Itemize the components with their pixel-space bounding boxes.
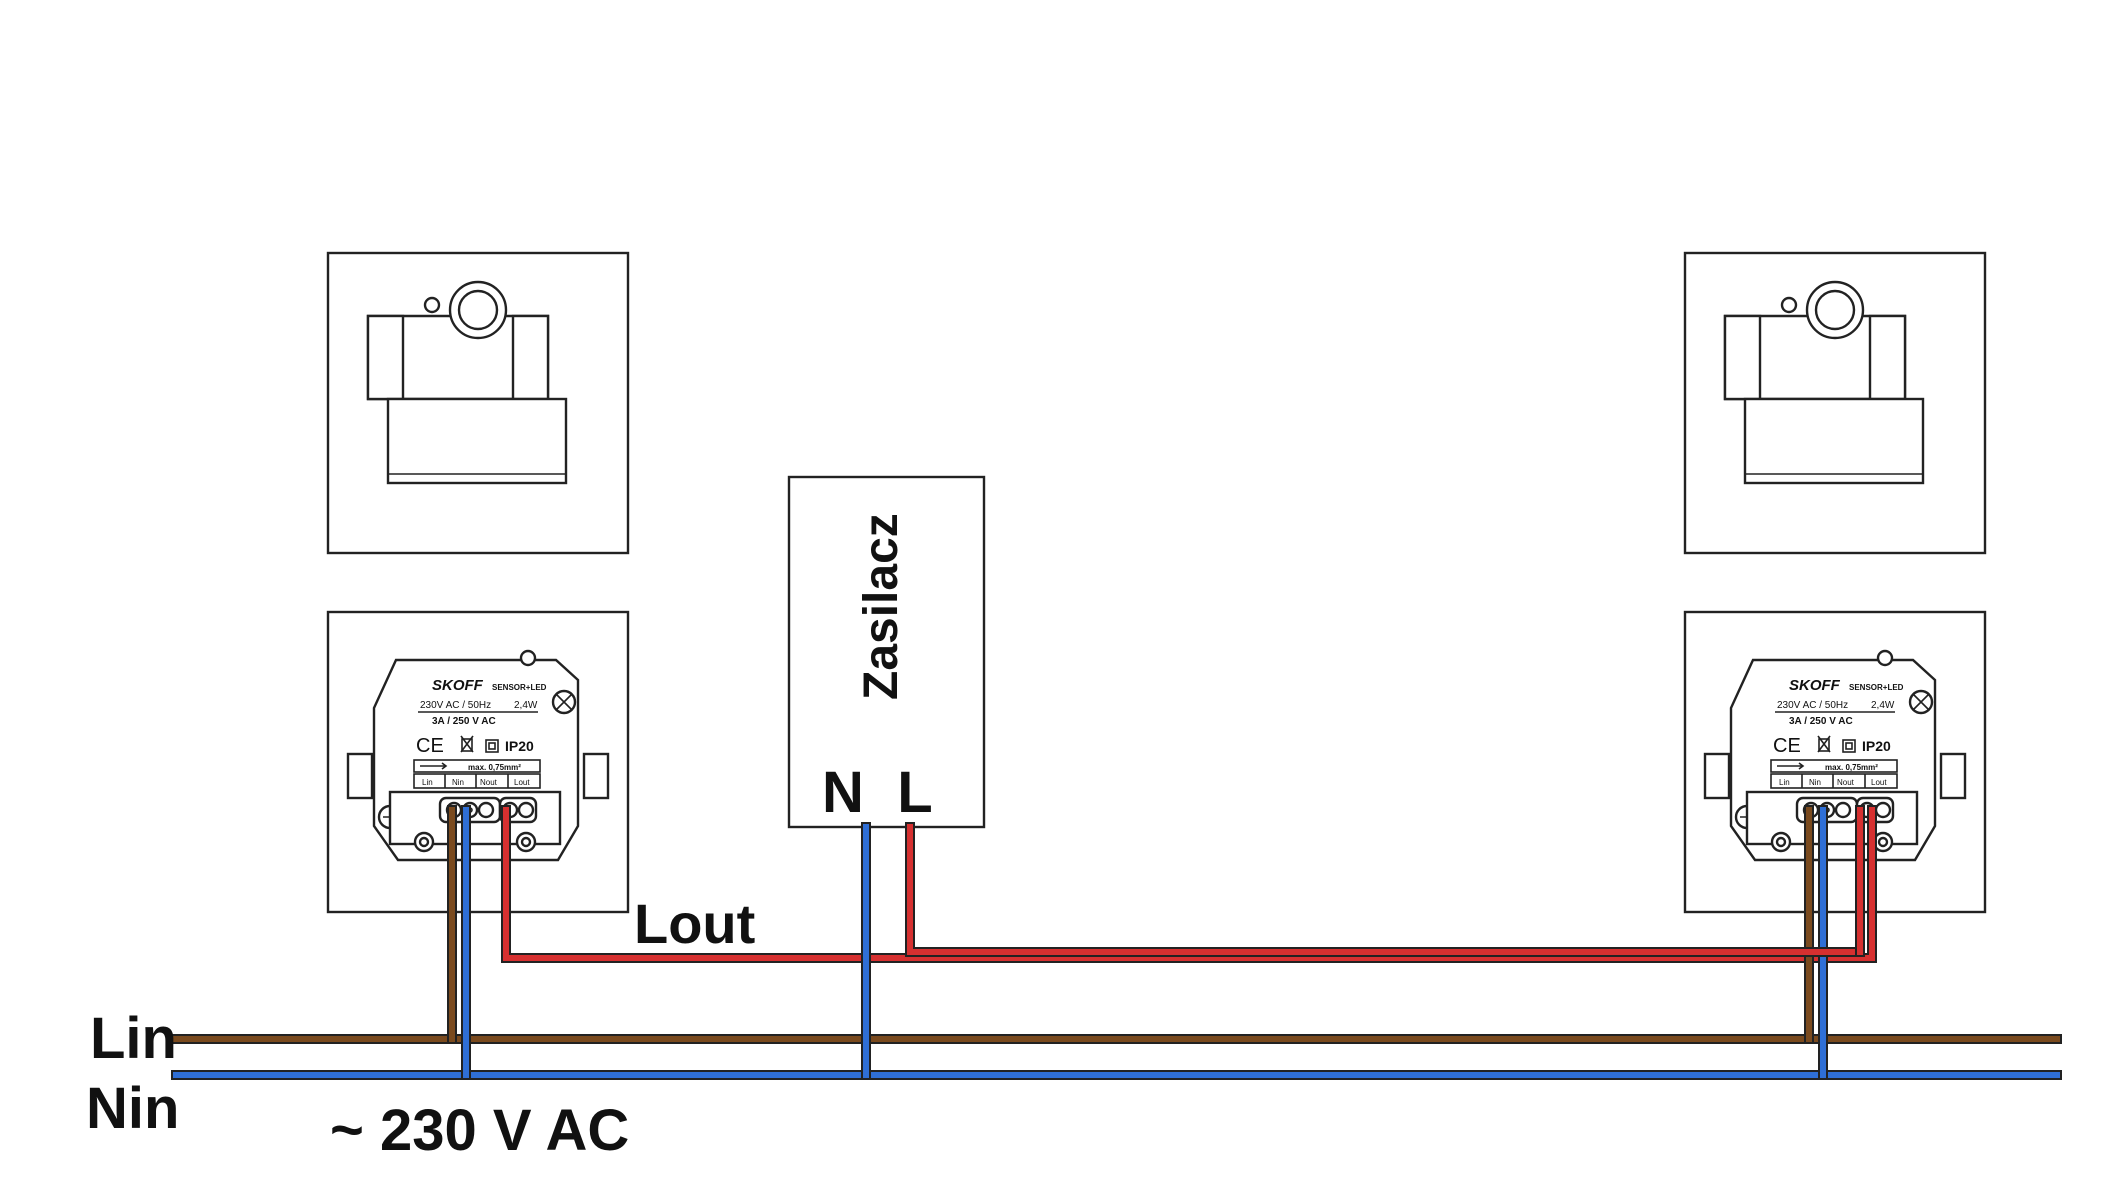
module-brand: SKOFF	[432, 677, 484, 694]
terminal-label-lin: Lin	[422, 778, 433, 787]
power-supply-terminal-l: L	[897, 760, 932, 825]
module-rating: 230V AC / 50Hz	[420, 700, 491, 711]
weee-bin-icon	[460, 735, 474, 753]
module-model: SENSOR+LED	[1849, 683, 1904, 692]
module-power: 2,4W	[1871, 700, 1895, 711]
terminal-label-lout: Lout	[1871, 778, 1887, 787]
terminal-label-nin: Nin	[1809, 778, 1821, 787]
right-lamp-front	[1683, 251, 1987, 555]
module-wire-size: max. 0,75mm²	[468, 763, 521, 772]
lin-label: Lin	[90, 1006, 177, 1071]
module-ip: IP20	[505, 738, 534, 754]
power-supply-label: Zasilacz	[855, 513, 908, 700]
module-wire-size: max. 0,75mm²	[1825, 763, 1878, 772]
terminal-label-lin: Lin	[1779, 778, 1790, 787]
voltage-label: ~ 230 V AC	[330, 1098, 629, 1163]
terminal-label-nout: Nout	[1837, 778, 1855, 787]
right-sensor-module: SKOFF SENSOR+LED 230V AC / 50Hz 2,4W 3A …	[1683, 610, 1987, 914]
terminal-label-lout: Lout	[514, 778, 530, 787]
module-relay: 3A / 250 V AC	[432, 716, 496, 727]
module-rating: 230V AC / 50Hz	[1777, 700, 1848, 711]
ce-mark: CE	[1773, 735, 1801, 757]
power-supply-terminal-n: N	[822, 760, 864, 825]
wiring	[171, 805, 2062, 1080]
module-ip: IP20	[1862, 738, 1891, 754]
module-brand: SKOFF	[1789, 677, 1841, 694]
module-power: 2,4W	[514, 700, 538, 711]
power-supply: Zasilacz N L	[787, 475, 986, 829]
module-relay: 3A / 250 V AC	[1789, 716, 1853, 727]
module-model: SENSOR+LED	[492, 683, 547, 692]
screw-icon	[1908, 689, 1934, 715]
ce-mark: CE	[416, 735, 444, 757]
nin-label: Nin	[86, 1076, 179, 1141]
lout-label: Lout	[634, 892, 755, 955]
left-sensor-module: SKOFF SENSOR+LED 230V AC / 50Hz 2,4W 3A …	[326, 610, 630, 914]
terminal-label-nin: Nin	[452, 778, 464, 787]
screw-icon	[551, 689, 577, 715]
weee-bin-icon	[1817, 735, 1831, 753]
left-lamp-front	[326, 251, 630, 555]
terminal-label-nout: Nout	[480, 778, 498, 787]
